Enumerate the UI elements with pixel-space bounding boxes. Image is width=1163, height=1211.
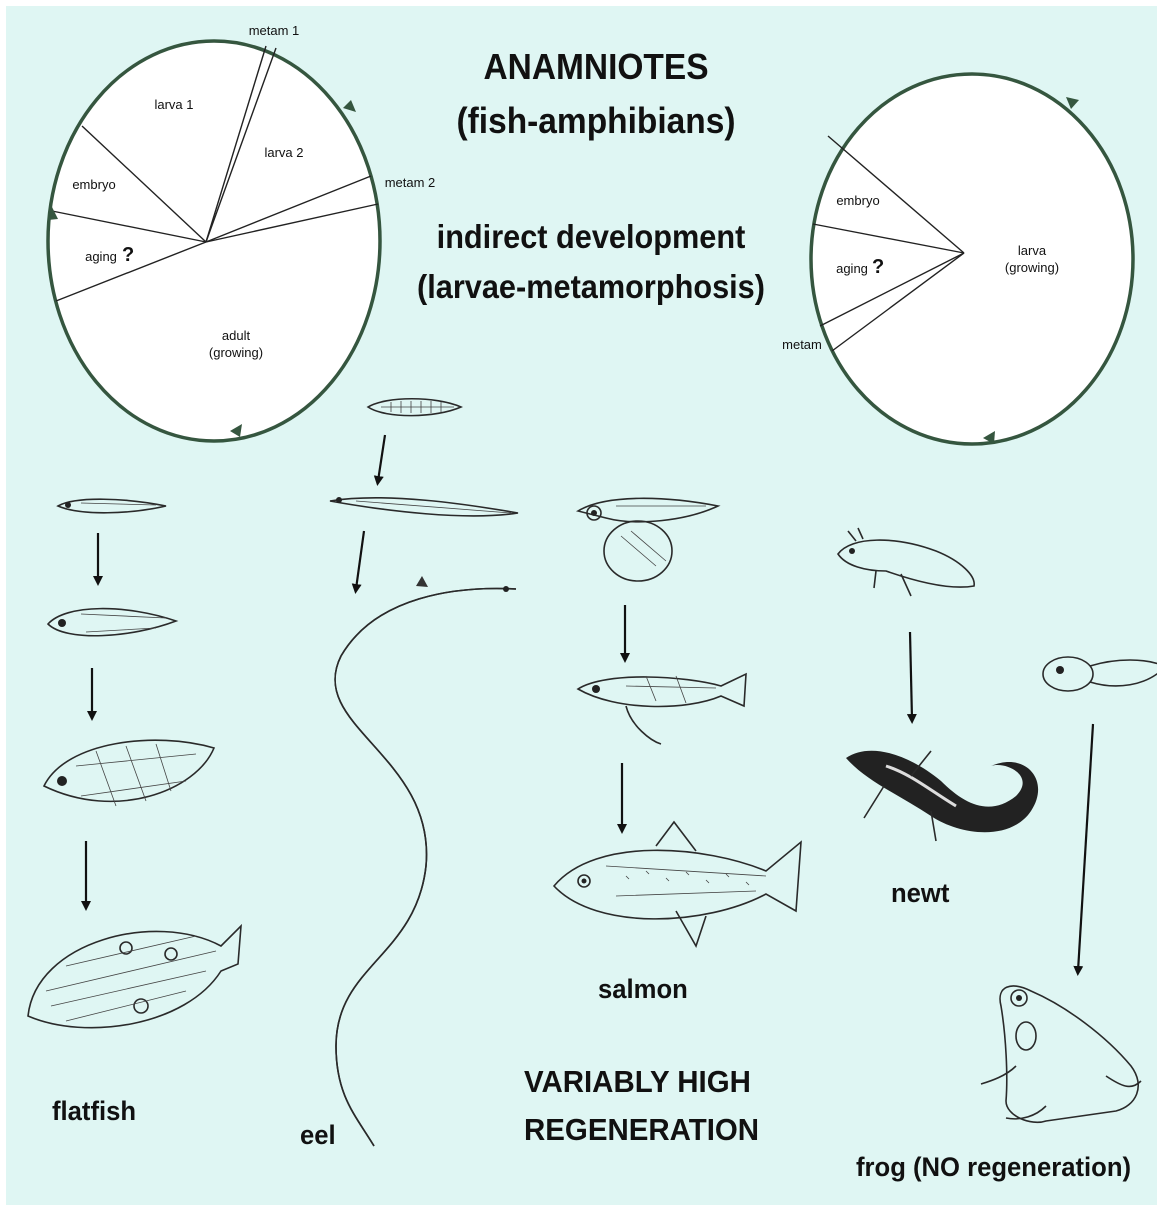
label-adult-growing: (growing) — [209, 346, 263, 361]
flatfish-larva-2-drawing — [48, 609, 176, 636]
label-aging: aging — [85, 250, 117, 265]
label-larva-2: larva 2 — [264, 146, 303, 161]
eel-adult-drawing — [335, 576, 516, 1146]
salmon-fry-drawing — [578, 674, 746, 744]
newt-larva-drawing — [838, 528, 974, 596]
label-embryo-right: embryo — [836, 194, 879, 209]
development-line-1: indirect development — [410, 218, 773, 256]
diagram-drawing — [6, 6, 1157, 1205]
tadpole-drawing — [1043, 657, 1157, 691]
salmon-alevin-drawing — [578, 498, 718, 581]
label-embryo: embryo — [72, 178, 115, 193]
cycle-arrowhead-top-right — [1066, 97, 1079, 109]
diagram-canvas: ANAMNIOTES (fish-amphibians) indirect de… — [6, 6, 1157, 1205]
label-flatfish: flatfish — [52, 1096, 136, 1127]
label-newt: newt — [891, 878, 949, 909]
label-adult: adult — [222, 329, 250, 344]
newt-adult-drawing — [846, 751, 1038, 841]
flatfish-larva-1-drawing — [58, 499, 166, 513]
left-life-cycle-circle — [48, 41, 380, 441]
regeneration-line-2: REGENERATION — [524, 1112, 759, 1148]
label-larva-1: larva 1 — [154, 98, 193, 113]
eel-glass-eel-drawing — [330, 497, 518, 516]
right-life-cycle-circle — [811, 74, 1133, 444]
eel-leptocephalus-drawing — [368, 399, 461, 416]
subtitle: (fish-amphibians) — [438, 100, 754, 142]
label-metam-1: metam 1 — [249, 24, 300, 39]
cycle-arrowhead-top — [343, 100, 356, 112]
arrow-frog — [1078, 724, 1093, 971]
label-salmon: salmon — [598, 974, 688, 1005]
label-metam-2: metam 2 — [385, 176, 436, 191]
label-larva-growing: (growing) — [1005, 261, 1059, 276]
arrow-eel-1 — [378, 435, 385, 481]
label-metam-right: metam — [782, 338, 822, 353]
label-aging-right: aging — [836, 262, 868, 277]
development-line-2: (larvae-metamorphosis) — [400, 268, 781, 306]
salmon-adult-drawing — [554, 822, 801, 946]
label-larva-right: larva — [1018, 244, 1046, 259]
flatfish-juvenile-drawing — [44, 740, 214, 806]
frog-drawing — [981, 986, 1141, 1122]
label-eel: eel — [300, 1120, 336, 1151]
title: ANAMNIOTES — [438, 46, 754, 88]
regeneration-line-1: VARIABLY HIGH — [524, 1064, 751, 1100]
arrow-newt — [910, 632, 912, 719]
aging-question-mark: ? — [122, 244, 134, 267]
flatfish-adult-drawing — [28, 926, 241, 1028]
aging-question-mark-right: ? — [872, 256, 884, 279]
arrow-eel-2 — [356, 531, 364, 589]
label-frog: frog (NO regeneration) — [856, 1152, 1131, 1183]
